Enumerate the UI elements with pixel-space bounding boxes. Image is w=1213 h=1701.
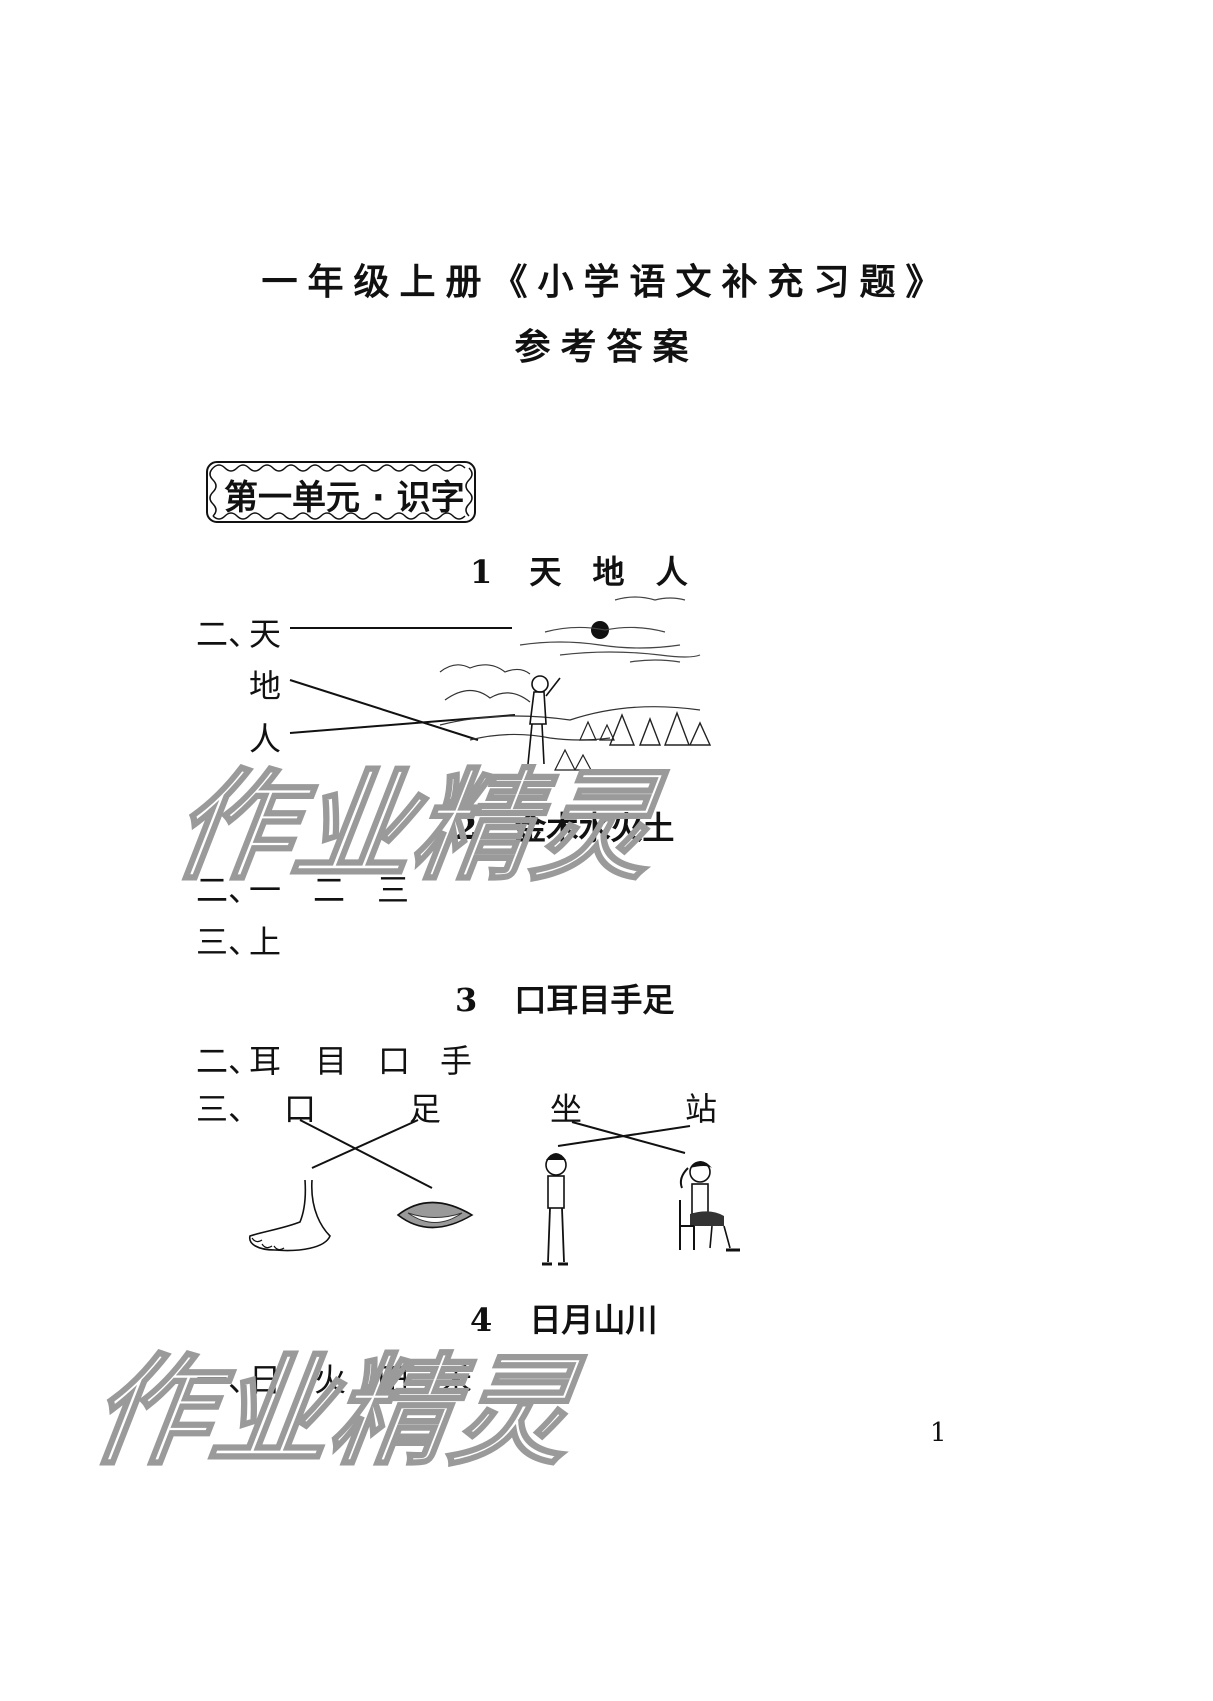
lesson-name: 金木水火土: [514, 809, 675, 847]
foot-illustration: [249, 1179, 331, 1252]
answer: 耳: [249, 1042, 282, 1080]
lesson-number: 2: [455, 809, 478, 847]
answer: 上: [249, 923, 282, 961]
section-marker: 二、: [196, 1042, 261, 1080]
answer: 三: [377, 871, 410, 909]
word-zu: 足: [409, 1090, 442, 1128]
unit-label: 第一单元 · 识字: [224, 478, 465, 518]
word-zhan: 站: [685, 1090, 718, 1128]
page-number: 1: [930, 1418, 947, 1448]
answer: 口: [378, 1042, 411, 1080]
section-marker: 三、: [196, 923, 261, 961]
lesson-number: 3: [455, 981, 478, 1019]
standing-boy-illustration: [542, 1153, 568, 1266]
mouth-illustration: [396, 1201, 474, 1229]
answer: 二: [313, 871, 346, 909]
lesson-name: 日月山川: [529, 1301, 658, 1339]
answer: 禾: [440, 1361, 473, 1399]
word-kou: 口: [284, 1090, 317, 1128]
lesson-1-heading: 1 天 地 人: [470, 547, 698, 593]
section-marker: 二、: [196, 871, 261, 909]
section-marker: 一、: [196, 1361, 261, 1399]
lesson-name: 天 地 人: [529, 553, 698, 591]
word-di: 地: [249, 667, 282, 705]
answer: 田: [377, 1361, 410, 1399]
doc-subtitle: 参考答案: [514, 326, 699, 368]
lesson-4-heading: 4 日月山川: [470, 1295, 657, 1341]
section-marker: 三、: [196, 1090, 261, 1128]
lesson-2-heading: 2 金木水火土: [455, 803, 674, 849]
sitting-girl-illustration: [679, 1161, 740, 1252]
word-ren: 人: [249, 720, 282, 758]
lesson-name: 口耳目手足: [514, 981, 675, 1019]
lesson-number: 1: [470, 553, 493, 591]
word-tian: 天: [249, 615, 282, 653]
answer: 手: [440, 1042, 473, 1080]
lesson-3-heading: 3 口耳目手足: [455, 975, 674, 1021]
lesson-number: 4: [470, 1301, 493, 1339]
doc-title: 一年级上册《小学语文补充习题》: [261, 261, 952, 303]
answer: 目: [315, 1042, 348, 1080]
section-marker: 二、: [196, 615, 261, 653]
answer: 日: [249, 1361, 282, 1399]
answer: 一: [249, 871, 282, 909]
answer: 火: [314, 1361, 347, 1399]
word-zuo: 坐: [550, 1090, 583, 1128]
